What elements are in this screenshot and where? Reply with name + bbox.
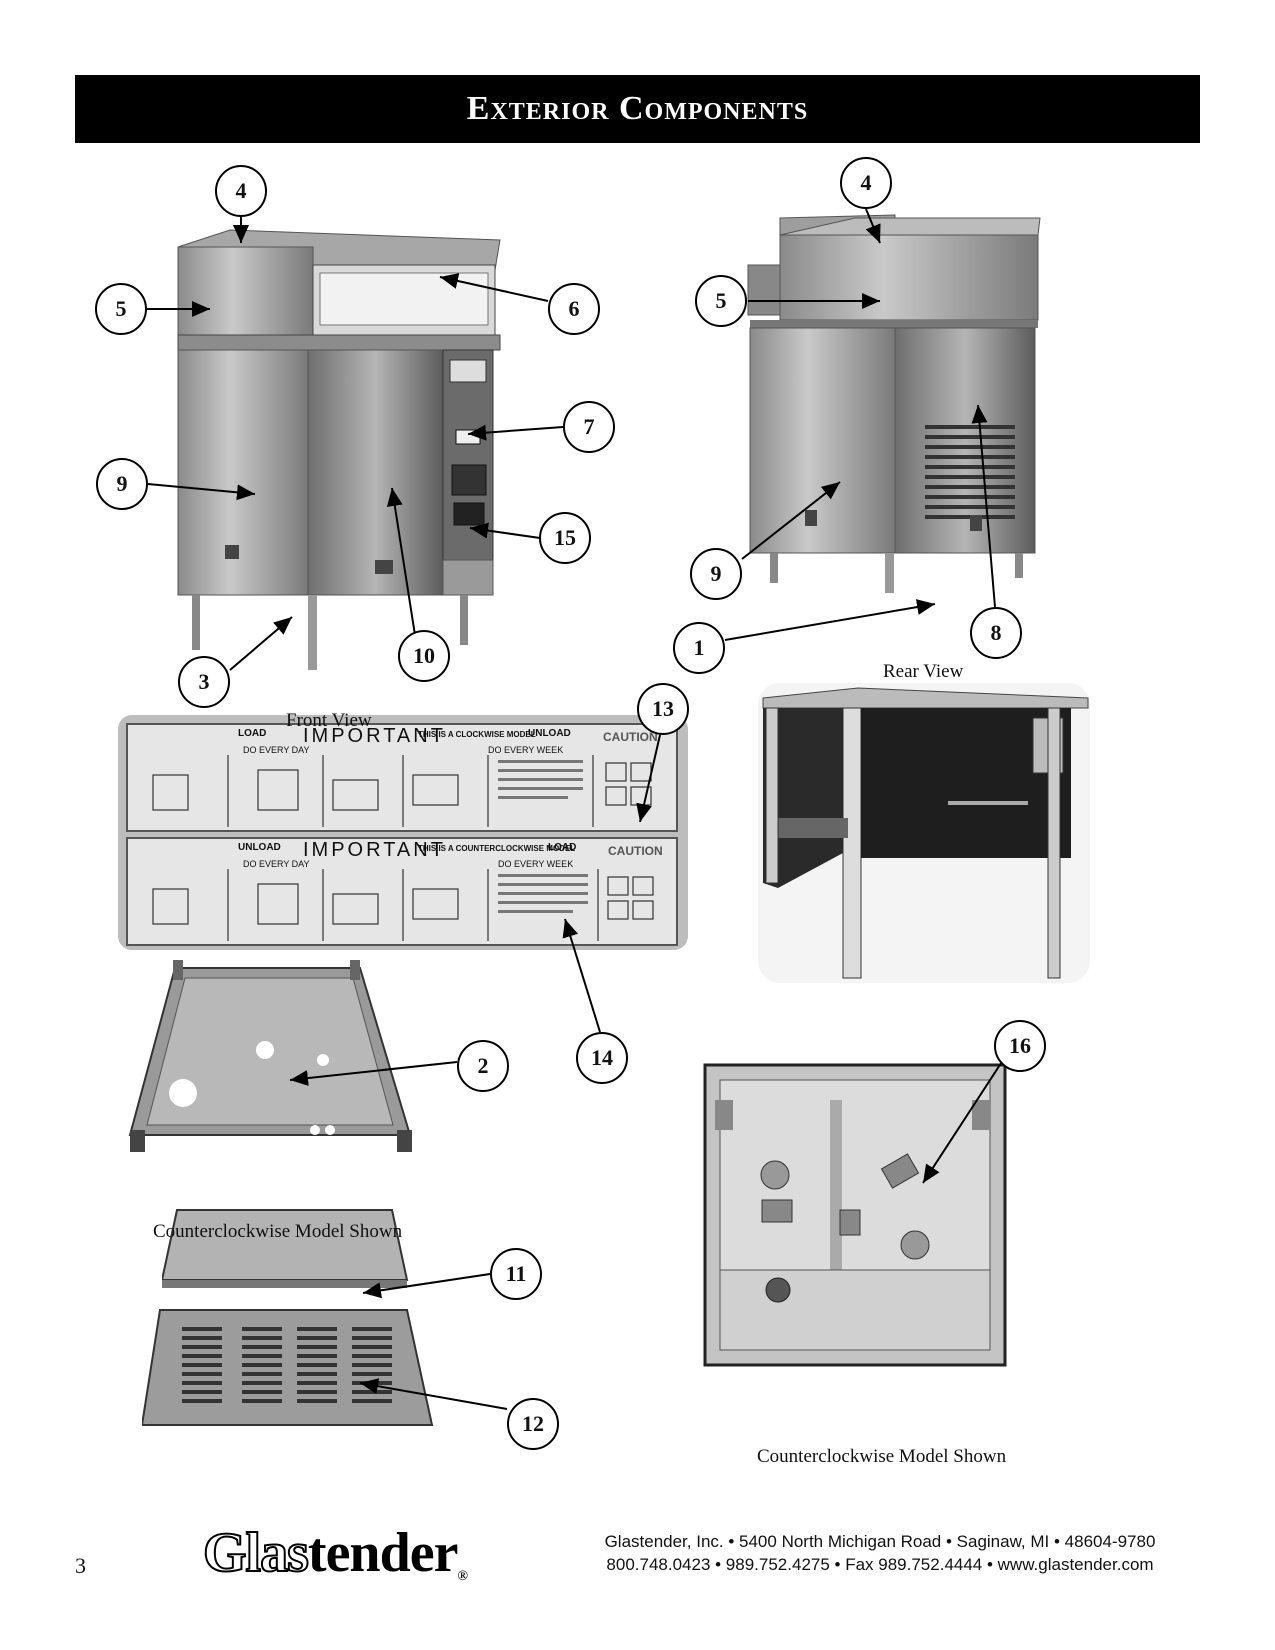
- callout-front-3: 3: [178, 656, 230, 708]
- contact-info: Glastender, Inc. • 5400 North Michigan R…: [560, 1530, 1200, 1576]
- clockwise-model-text: THIS IS A CLOCKWISE MODEL: [418, 730, 536, 739]
- callout-front-4: 4: [215, 165, 267, 217]
- callout-panel-11: 11: [490, 1248, 542, 1300]
- louvered-panel-image: [142, 1309, 434, 1426]
- ccw-daily: DO EVERY DAY: [243, 859, 310, 869]
- glastender-logo: Glastender®: [202, 1521, 468, 1585]
- instruction-labels: LOAD IMPORTANT THIS IS A CLOCKWISE MODEL…: [118, 715, 688, 950]
- ccw-diagrams: [152, 869, 654, 941]
- ccw-caution: CAUTION: [608, 844, 663, 858]
- clockwise-caution: CAUTION: [603, 730, 658, 744]
- page-title-bar: Exterior Components: [75, 75, 1200, 143]
- clockwise-unload: UNLOAD: [528, 728, 571, 739]
- callout-front-15: 15: [539, 512, 591, 564]
- address-line: Glastender, Inc. • 5400 North Michigan R…: [604, 1532, 1156, 1551]
- clockwise-load: LOAD: [238, 728, 267, 739]
- callout-rear-8: 8: [970, 607, 1022, 659]
- tank-interior-image: [703, 1063, 1007, 1367]
- front-view-image: [177, 229, 501, 670]
- top-panel-image: [162, 1209, 409, 1288]
- clockwise-label: LOAD IMPORTANT THIS IS A CLOCKWISE MODEL…: [126, 723, 678, 832]
- clockwise-important: IMPORTANT: [303, 725, 446, 747]
- callout-label-14: 14: [576, 1032, 628, 1084]
- ccw-load: LOAD: [548, 842, 577, 853]
- page-number: 3: [75, 1553, 86, 1578]
- registered-mark: ®: [457, 1569, 468, 1584]
- clockwise-diagrams: [152, 755, 652, 827]
- callout-front-6: 6: [548, 283, 600, 335]
- callout-front-5: 5: [95, 283, 147, 335]
- ccw-unload: UNLOAD: [238, 842, 281, 853]
- tank-caption: Counterclockwise Model Shown: [757, 1446, 1007, 1467]
- ccw-weekly: DO EVERY WEEK: [498, 859, 574, 869]
- ccw-important: IMPORTANT: [303, 839, 446, 861]
- clockwise-daily: DO EVERY DAY: [243, 745, 310, 755]
- base-pan-image: [128, 960, 412, 1152]
- logo-solid-text: tender: [307, 1522, 459, 1584]
- callout-front-7: 7: [563, 401, 615, 453]
- callout-rear-1: 1: [673, 622, 725, 674]
- page-title: Exterior Components: [466, 90, 809, 127]
- callout-tank-16: 16: [994, 1020, 1046, 1072]
- ccw-model-text: THIS IS A COUNTERCLOCKWISE MODEL: [418, 844, 576, 853]
- callout-panel-12: 12: [507, 1398, 559, 1450]
- callout-rear-4: 4: [840, 157, 892, 209]
- tank-assembly-image: [758, 683, 1090, 983]
- phone-line: 800.748.0423 • 989.752.4275 • Fax 989.75…: [606, 1555, 1154, 1574]
- rear-view-caption: Rear View: [883, 661, 964, 682]
- logo-outline-text: Glas: [202, 1521, 310, 1585]
- callout-front-10: 10: [398, 630, 450, 682]
- base-pan-caption: Counterclockwise Model Shown: [153, 1221, 403, 1242]
- callout-base-2: 2: [457, 1040, 509, 1092]
- callout-rear-5: 5: [695, 275, 747, 327]
- rear-view-image: [747, 214, 1041, 593]
- clockwise-weekly: DO EVERY WEEK: [488, 745, 564, 755]
- front-view-caption: Front View: [286, 710, 372, 731]
- counterclockwise-label: UNLOAD IMPORTANT THIS IS A COUNTERCLOCKW…: [126, 837, 678, 946]
- callout-front-9: 9: [96, 458, 148, 510]
- callout-label-13: 13: [637, 683, 689, 735]
- callout-rear-9: 9: [690, 548, 742, 600]
